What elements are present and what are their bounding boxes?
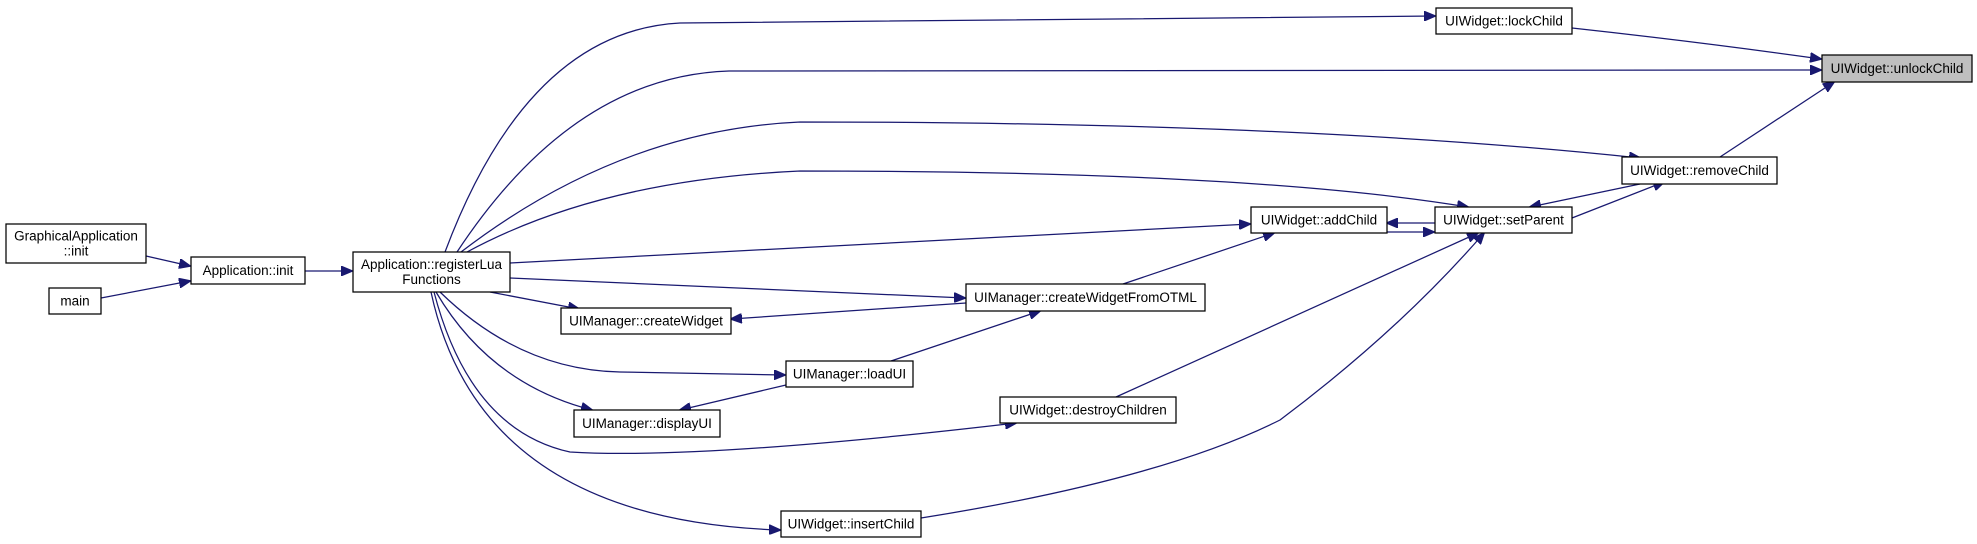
- node-create-from-otml[interactable]: UIManager::createWidgetFromOTML: [965, 283, 1206, 312]
- node-display-ui[interactable]: UIManager::displayUI: [573, 409, 721, 438]
- node-label: UIManager::loadUI: [793, 367, 906, 382]
- edge-register_lua-to-insert_child: [430, 291, 780, 530]
- edge-register_lua-to-destroy_children: [433, 291, 1016, 455]
- node-box[interactable]: [1434, 206, 1573, 234]
- node-box[interactable]: [1435, 7, 1573, 35]
- edge-register_lua-to-display_ui: [435, 291, 592, 410]
- node-label: UIWidget::unlockChild: [1831, 61, 1964, 76]
- node-box[interactable]: [560, 307, 732, 335]
- node-label: Application::init: [203, 263, 294, 278]
- node-box[interactable]: [999, 396, 1177, 424]
- node-label: UIWidget::lockChild: [1445, 14, 1563, 29]
- node-box[interactable]: [48, 287, 102, 315]
- node-destroy-children[interactable]: UIWidget::destroyChildren: [999, 396, 1177, 424]
- edge-load_ui-to-display_ui: [680, 384, 787, 410]
- node-lock-child[interactable]: UIWidget::lockChild: [1435, 7, 1573, 35]
- node-label: UIWidget::setParent: [1443, 213, 1564, 228]
- edge-create_from_otml-to-create_widget: [731, 302, 967, 319]
- edge-register_lua-to-remove_child: [460, 121, 1640, 253]
- node-label: GraphicalApplication: [14, 229, 138, 244]
- node-app-init[interactable]: Application::init: [190, 256, 306, 285]
- node-box[interactable]: [352, 251, 511, 293]
- node-label: Functions: [402, 272, 461, 287]
- edge-insert_child-to-set_parent: [920, 233, 1484, 519]
- edge-set_parent-to-remove_child: [1571, 182, 1664, 219]
- node-label: ::init: [64, 244, 89, 259]
- node-main[interactable]: main: [48, 287, 102, 315]
- node-label: UIManager::createWidget: [569, 314, 723, 329]
- node-set-parent[interactable]: UIWidget::setParent: [1434, 206, 1573, 234]
- node-box[interactable]: [1621, 156, 1778, 185]
- edge-load_ui-to-create_from_otml: [890, 311, 1040, 362]
- node-insert-child[interactable]: UIWidget::insertChild: [780, 510, 922, 538]
- edge-remove_child-to-set_parent: [1530, 183, 1641, 207]
- node-label: UIWidget::addChild: [1261, 213, 1377, 228]
- node-create-widget[interactable]: UIManager::createWidget: [560, 307, 732, 335]
- edge-lock_child-to-unlock_child: [1571, 27, 1821, 59]
- node-label: UIWidget::insertChild: [788, 517, 915, 532]
- node-box[interactable]: [5, 223, 147, 264]
- edge-register_lua-to-create_widget: [489, 291, 579, 309]
- edge-register_lua-to-unlock_child: [456, 70, 1821, 253]
- node-label: Application::registerLua: [361, 257, 503, 272]
- node-load-ui[interactable]: UIManager::loadUI: [785, 360, 914, 388]
- node-label: UIWidget::removeChild: [1630, 163, 1769, 178]
- edge-destroy_children-to-set_parent: [1115, 233, 1478, 398]
- node-label: main: [60, 294, 89, 309]
- edge-main-to-app_init: [100, 281, 190, 299]
- node-label: UIWidget::destroyChildren: [1009, 403, 1167, 418]
- node-box[interactable]: [573, 409, 721, 438]
- node-label: UIManager::displayUI: [582, 416, 712, 431]
- edge-register_lua-to-create_from_otml: [509, 277, 965, 298]
- node-unlock-child[interactable]: UIWidget::unlockChild: [1821, 54, 1973, 83]
- edge-graphical_init-to-app_init: [145, 255, 190, 266]
- edge-create_from_otml-to-add_child: [1122, 233, 1274, 285]
- node-box[interactable]: [780, 510, 922, 538]
- node-box[interactable]: [190, 256, 306, 285]
- edges: [100, 16, 1834, 530]
- node-add-child[interactable]: UIWidget::addChild: [1250, 206, 1388, 234]
- edge-remove_child-to-unlock_child: [1719, 82, 1834, 158]
- node-label: UIManager::createWidgetFromOTML: [974, 290, 1197, 305]
- node-remove-child[interactable]: UIWidget::removeChild: [1621, 156, 1778, 185]
- node-box[interactable]: [785, 360, 914, 388]
- node-box[interactable]: [1821, 54, 1973, 83]
- node-box[interactable]: [1250, 206, 1388, 234]
- node-box[interactable]: [965, 283, 1206, 312]
- edge-register_lua-to-set_parent: [466, 170, 1468, 253]
- node-graphical-init[interactable]: GraphicalApplication::init: [5, 223, 147, 264]
- edge-register_lua-to-add_child: [509, 224, 1250, 264]
- edge-register_lua-to-lock_child: [444, 16, 1435, 253]
- edge-register_lua-to-load_ui: [439, 291, 785, 375]
